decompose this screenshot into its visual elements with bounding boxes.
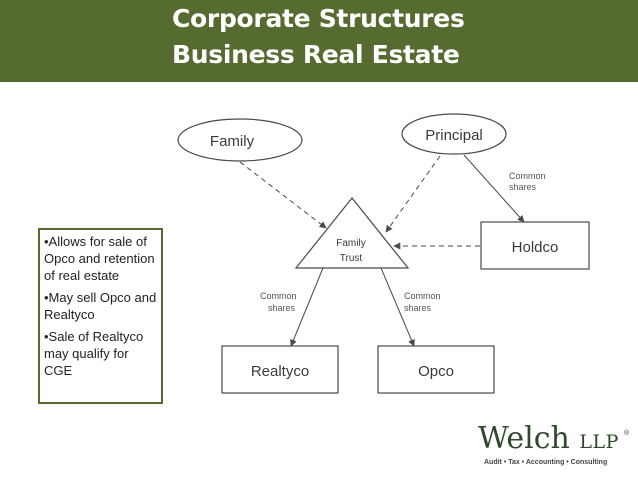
trust-to-opco-arrow — [380, 267, 415, 347]
slide-header: Corporate Structures Business Real Estat… — [0, 0, 638, 82]
note-item: •May sell Opco and Realtyco — [44, 290, 157, 322]
family-trust-label-line1: Family — [336, 238, 365, 249]
realtyco-node — [221, 345, 339, 394]
slide-title-line1: Corporate Structures — [172, 4, 465, 33]
realtyco-edge-label-line1: Common — [260, 291, 297, 301]
family-node — [177, 118, 303, 162]
principal-to-trust-arrow — [385, 155, 441, 233]
opco-node-label: Opco — [418, 363, 454, 380]
principal-node-label: Principal — [425, 127, 483, 144]
holdco-edge-label-line2: shares — [509, 182, 537, 192]
realtyco-node-label: Realtyco — [251, 363, 309, 380]
trust-to-realtyco-arrow — [290, 267, 324, 347]
logo-tagline: Audit • Tax • Accounting • Consulting — [484, 459, 608, 466]
notes-box: •Allows for sale of Opco and retention o… — [38, 228, 163, 404]
holdco-node — [480, 221, 590, 270]
slide-title-line2: Business Real Estate — [172, 40, 460, 69]
opco-edge-label-line1: Common — [404, 291, 441, 301]
logo-suffix: LLP — [579, 431, 619, 453]
realtyco-edge-label-line2: shares — [268, 303, 296, 313]
logo-name: Welch — [478, 421, 570, 456]
family-node-label: Family — [210, 133, 255, 150]
holdco-edge-label-line1: Common — [509, 171, 546, 181]
family-trust-node — [294, 197, 410, 269]
principal-node — [401, 113, 507, 155]
opco-edge-label-line2: shares — [404, 303, 432, 313]
opco-node — [377, 345, 495, 394]
note-item: •Sale of Realtyco may qualify for CGE — [44, 329, 144, 378]
welch-logo: Welch LLP ® Audit • Tax • Accounting • C… — [478, 421, 630, 472]
principal-to-holdco-arrow — [463, 154, 525, 223]
holdco-node-label: Holdco — [512, 239, 559, 256]
logo-registered-mark: ® — [624, 430, 630, 437]
note-item: •Allows for sale of Opco and retention o… — [44, 234, 155, 283]
family-to-trust-arrow — [239, 161, 327, 229]
family-trust-label-line2: Trust — [340, 253, 363, 264]
